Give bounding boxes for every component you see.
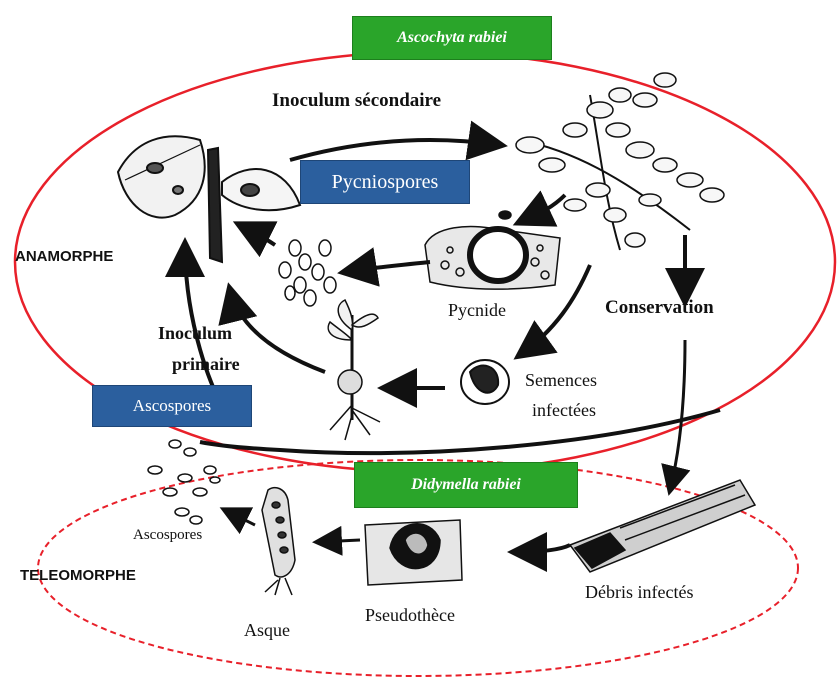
pycniospores-badge-label: Pycniospores — [332, 171, 439, 194]
primary-inoculum-label-line1: Inoculum — [158, 323, 232, 344]
ascospores-badge-label: Ascospores — [133, 396, 211, 416]
anamorph-title: Ascochyta rabiei — [397, 29, 507, 47]
conservation-label: Conservation — [605, 297, 714, 319]
pycnidium-cross-section — [425, 211, 560, 289]
pseudothecium-cross-section — [365, 520, 462, 585]
ascospores-small-label: Ascospores — [133, 527, 202, 544]
teleomorph-title: Didymella rabiei — [411, 476, 521, 494]
infected-debris-label: Débris infectés — [585, 582, 693, 603]
ascus-illustration — [262, 488, 295, 595]
anamorph-title-box: Ascochyta rabiei — [352, 16, 552, 60]
secondary-inoculum-label: Inoculum sécondaire — [272, 90, 441, 112]
ascospores-badge: Ascospores — [92, 385, 252, 427]
infected-debris-illustration — [570, 480, 755, 572]
infected-plant-branch-illustration — [516, 73, 724, 250]
infected-seedling-illustration — [328, 300, 380, 440]
anamorph-phase-label: ANAMORPHE — [15, 248, 113, 265]
teleomorph-phase-label: TELEOMORPHE — [20, 567, 136, 584]
pycniospores-cluster — [279, 240, 336, 306]
infected-seeds-label-line1: Semences — [525, 370, 597, 391]
teleomorph-title-box: Didymella rabiei — [354, 462, 578, 508]
pycnidium-label: Pycnide — [448, 300, 506, 321]
infected-seeds-label-line2: infectées — [532, 400, 596, 421]
pseudothecium-label: Pseudothèce — [365, 605, 455, 626]
infected-seed-illustration — [461, 360, 509, 404]
primary-inoculum-label-line2: primaire — [172, 354, 240, 375]
ascospores-cluster — [148, 440, 220, 524]
pycniospores-badge: Pycniospores — [300, 160, 470, 204]
ascus-label: Asque — [244, 620, 290, 641]
